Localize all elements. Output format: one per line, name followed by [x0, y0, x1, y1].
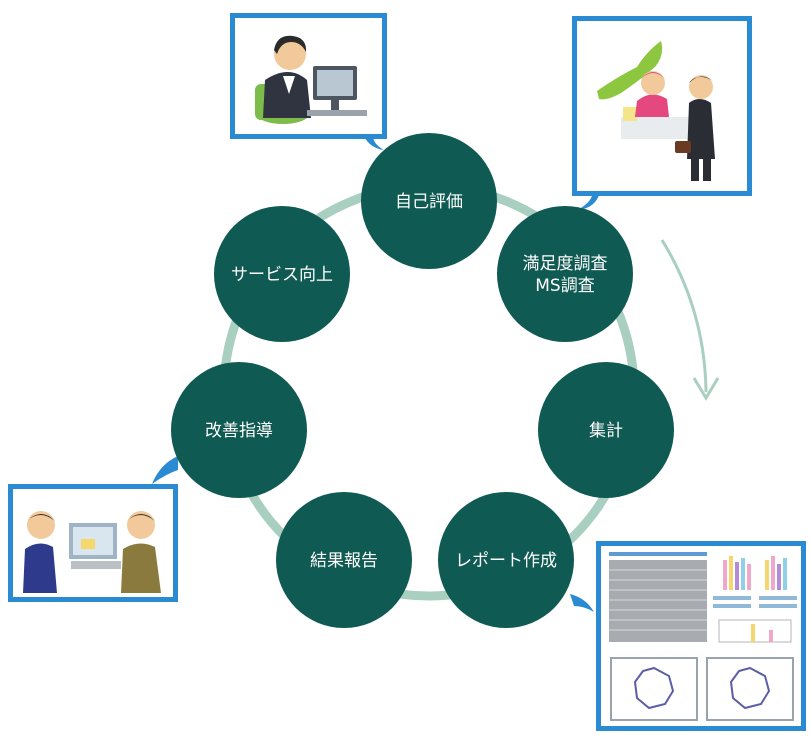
cycle-node-result-report: 結果報告 [276, 492, 412, 628]
callout-satisfaction-survey [572, 16, 752, 196]
cycle-node-label: 満足度調査 [523, 254, 608, 274]
cycle-node-self-eval: 自己評価 [361, 133, 497, 269]
report-document-illustration [609, 552, 797, 721]
cycle-node-tally: 集計 [538, 362, 674, 498]
cycle-node-circle [497, 206, 633, 342]
cycle-node-label: 結果報告 [310, 551, 378, 571]
callout-self-eval [230, 13, 387, 139]
callout-improvement-guidance [8, 484, 178, 602]
cycle-node-circle [171, 362, 307, 498]
cycle-node-circle [361, 133, 497, 269]
callout-tail-survey [578, 192, 600, 210]
callout-report-creation [596, 541, 806, 731]
two-men-consulting-illustration [23, 511, 161, 593]
flow-direction-arrow [660, 239, 720, 401]
cycle-node-label: 集計 [589, 421, 623, 441]
cycle-node-report-creation: レポート作成 [438, 492, 574, 628]
cycle-node-label: MS調査 [535, 276, 594, 296]
callout-tail-guidance [152, 456, 178, 484]
cycle-node-label: 自己評価 [395, 192, 463, 212]
cycle-node-label: 改善指導 [205, 421, 273, 441]
cycle-node-service-improvement: サービス向上 [214, 206, 350, 342]
cycle-node-circle [276, 492, 412, 628]
cycle-node-label: サービス向上 [231, 265, 333, 285]
receptionist-customer-illustration [597, 41, 715, 181]
cycle-node-improvement-guidance: 改善指導 [171, 362, 307, 498]
cycle-node-circle [538, 362, 674, 498]
cycle-node-circle [214, 206, 350, 342]
cycle-node-label: レポート作成 [455, 551, 557, 571]
cycle-node-circle [438, 492, 574, 628]
callout-tail-report [570, 594, 594, 612]
man-at-computer-illustration [255, 35, 367, 124]
